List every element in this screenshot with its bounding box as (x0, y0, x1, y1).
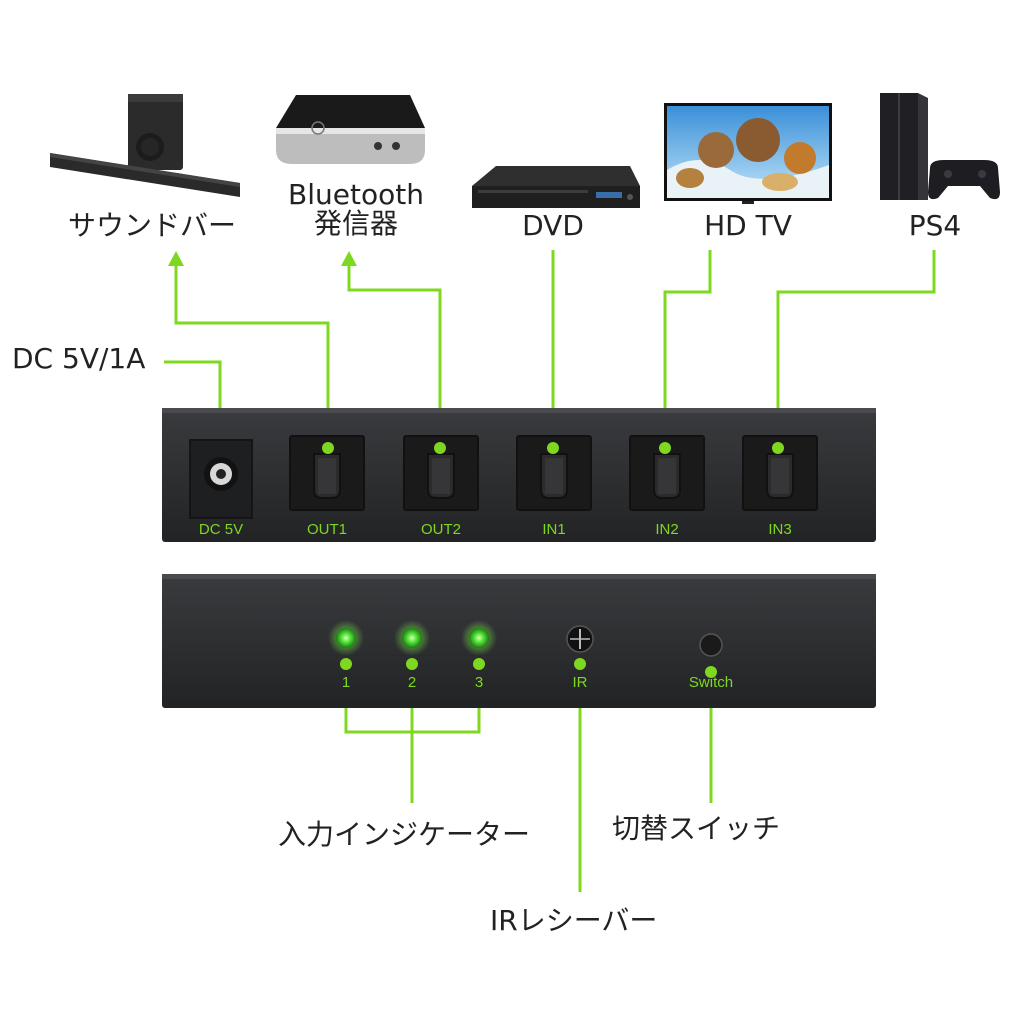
switch-label: Switch (688, 674, 734, 691)
bluetooth-label-line1: Bluetooth (288, 178, 424, 211)
port-label-in2: IN2 (655, 521, 679, 538)
optical-port-out2 (403, 435, 479, 511)
bluetooth-label: Bluetooth 発信器 (288, 180, 424, 239)
port-dots (322, 442, 784, 454)
switch-button (699, 633, 723, 657)
soundbar-image (50, 94, 240, 197)
port-label-out1: OUT1 (306, 521, 348, 538)
optical-port-in2 (629, 435, 705, 511)
bluetooth-transmitter-image (276, 95, 425, 164)
switch-callout-label: 切替スイッチ (612, 812, 781, 845)
led-label-1: 1 (341, 674, 351, 691)
optical-port-out1 (289, 435, 365, 511)
ir-label: IR (572, 674, 588, 691)
led-label-3: 3 (474, 674, 484, 691)
port-label-in1: IN1 (542, 521, 566, 538)
power-label: DC 5V/1A (12, 342, 146, 375)
optical-port-in1 (516, 435, 592, 511)
bluetooth-label-line2: 発信器 (313, 207, 398, 241)
port-label-in3: IN3 (768, 521, 792, 538)
dvd-player-image (472, 166, 640, 208)
ir-receiver-label: IRレシーバー (490, 904, 658, 937)
led-2 (394, 620, 430, 656)
ir-sensor (566, 625, 594, 653)
led-label-2: 2 (407, 674, 417, 691)
connector-lines (164, 250, 936, 892)
dc-jack (189, 439, 253, 519)
ps4-image (880, 93, 1000, 200)
port-label-dc: DC 5V (198, 521, 244, 538)
arrowheads (168, 251, 357, 266)
led-3 (461, 620, 497, 656)
led-1 (328, 620, 364, 656)
front-panel (162, 574, 876, 708)
optical-port-in3 (742, 435, 818, 511)
hdtv-label: HD TV (704, 209, 792, 242)
soundbar-label: サウンドバー (67, 209, 237, 242)
port-label-out2: OUT2 (420, 521, 462, 538)
input-indicator-label: 入力インジケーター (278, 818, 531, 851)
hdtv-image (664, 103, 832, 204)
back-panel (162, 408, 876, 542)
dvd-label: DVD (522, 209, 584, 242)
ps4-label: PS4 (908, 209, 962, 242)
front-dots (340, 658, 717, 678)
